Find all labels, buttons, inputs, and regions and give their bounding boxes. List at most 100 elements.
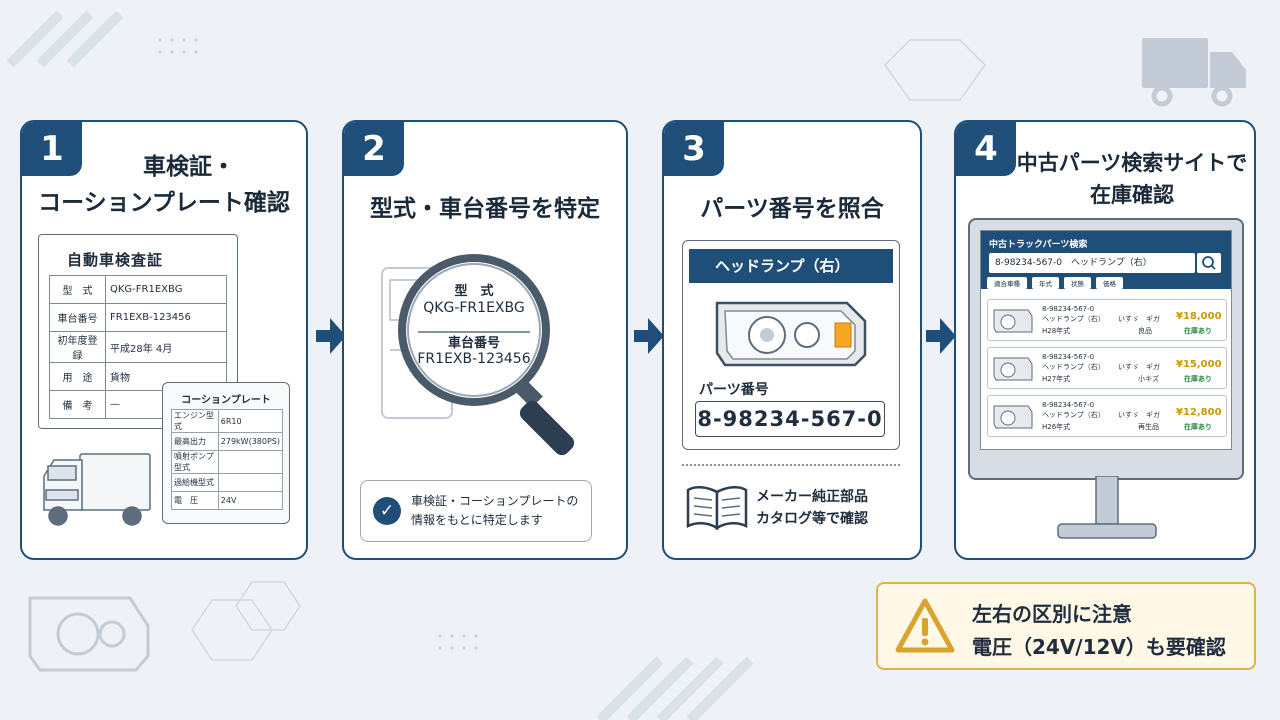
step-card-4: 4 中古パーツ検索サイトで 在庫確認 中古トラックパーツ検索 8-98234-5…	[954, 120, 1256, 560]
result-stock: 在庫あり	[1184, 327, 1212, 335]
row-key: 最高出力	[171, 432, 219, 451]
row-value	[217, 473, 284, 492]
chassis-label: 車台番号	[447, 336, 500, 351]
headlamp-icon	[715, 301, 867, 367]
result-maker: いすゞ	[1118, 315, 1139, 323]
filter-button[interactable]: 適合車種	[987, 277, 1027, 289]
result-year: H26年式	[1042, 423, 1071, 431]
list-item[interactable]: 8-98234-567-0 ヘッドランプ（右） H26年式 いすゞ ギガ 再生品…	[987, 395, 1227, 437]
catalog-line: カタログ等で確認	[756, 511, 868, 527]
row-key: 車台番号	[49, 303, 106, 332]
result-part-number: 8-98234-567-0	[1042, 401, 1095, 409]
result-price: ¥12,800	[1176, 407, 1222, 418]
table-row: 噴射ポンプ型式	[171, 450, 284, 474]
truck-icon	[1142, 38, 1246, 107]
result-price: ¥15,000	[1176, 359, 1222, 370]
plate-title: コーションプレート	[181, 395, 271, 406]
result-model: ギガ	[1146, 315, 1160, 323]
part-number-label: パーツ番号	[699, 382, 769, 398]
step-title: 型式・車台番号を特定	[370, 196, 600, 222]
result-condition: 再生品	[1138, 423, 1159, 431]
result-model: ギガ	[1146, 411, 1160, 419]
step-title-line: コーションプレート確認	[38, 190, 290, 216]
result-part-number: 8-98234-567-0	[1042, 305, 1095, 313]
search-button[interactable]	[1197, 253, 1221, 273]
step-title-line: 在庫確認	[1090, 183, 1174, 207]
result-model: ギガ	[1146, 363, 1160, 371]
headlamp-thumbnail-icon	[993, 405, 1033, 429]
part-card: ヘッドランプ（右） パーツ番号 8-98234-567-0	[682, 240, 900, 450]
row-value: 24V	[217, 491, 284, 510]
result-name: ヘッドランプ（右）	[1042, 363, 1105, 371]
result-price: ¥18,000	[1176, 311, 1222, 322]
arrow-right-icon	[634, 318, 664, 354]
step-number: 1	[22, 122, 82, 176]
site-header: 中古トラックパーツ検索 8-98234-567-0 ヘッドランプ（右） 適合車種…	[981, 231, 1231, 289]
model-label: 型 式	[454, 284, 494, 299]
row-value: QKG-FR1EXBG	[105, 275, 227, 304]
row-key: 噴射ポンプ型式	[171, 450, 219, 474]
note-box: ✓ 車検証・コーションプレートの 情報をもとに特定します	[360, 480, 592, 542]
arrow-right-icon	[926, 318, 956, 354]
result-stock: 在庫あり	[1184, 375, 1212, 383]
monitor: 中古トラックパーツ検索 8-98234-567-0 ヘッドランプ（右） 適合車種…	[968, 218, 1244, 480]
step-card-3: 3 パーツ番号を照合 ヘッドランプ（右） パーツ番号 8-98234-567-0…	[662, 120, 922, 560]
result-name: ヘッドランプ（右）	[1042, 315, 1105, 323]
step-card-2: 2 型式・車台番号を特定 型 式 QKG-FR1EXBG 車台番号 FR1EXB…	[342, 120, 628, 560]
chassis-value: FR1EXB-123456	[417, 351, 531, 367]
result-name: ヘッドランプ（右）	[1042, 411, 1105, 419]
result-maker: いすゞ	[1118, 363, 1139, 371]
step-number: 2	[344, 122, 404, 176]
part-name: ヘッドランプ（右）	[689, 249, 893, 283]
row-key: 用 途	[49, 362, 106, 391]
result-condition: 良品	[1138, 327, 1152, 335]
note-line: 車検証・コーションプレートの	[411, 494, 579, 508]
headlamp-decoration-icon	[28, 596, 150, 672]
table-row: 過給機型式	[171, 473, 284, 492]
row-value: 6R10	[217, 409, 284, 433]
search-site-screen: 中古トラックパーツ検索 8-98234-567-0 ヘッドランプ（右） 適合車種…	[980, 230, 1232, 450]
row-key: 型 式	[49, 275, 106, 304]
catalog-line: メーカー純正部品	[756, 489, 868, 505]
result-condition: 小キズ	[1138, 375, 1159, 383]
step-title: パーツ番号を照合	[700, 196, 884, 222]
search-input[interactable]: 8-98234-567-0 ヘッドランプ（右）	[989, 253, 1195, 273]
magnifier-icon	[381, 254, 575, 456]
filter-button[interactable]: 年式	[1032, 277, 1059, 289]
row-value: FR1EXB-123456	[105, 303, 227, 332]
row-key: 初年度登録	[49, 331, 106, 363]
step-title-line: 中古パーツ検索サイトで	[1016, 151, 1248, 175]
monitor-stand-icon	[1057, 476, 1157, 539]
truck-icon	[43, 453, 151, 526]
check-icon: ✓	[373, 497, 401, 525]
row-key: 備 考	[49, 390, 106, 419]
list-item[interactable]: 8-98234-567-0 ヘッドランプ（右） H28年式 いすゞ ギガ 良品 …	[987, 299, 1227, 341]
step-title-line: 車検証・	[143, 154, 235, 180]
row-value	[217, 450, 284, 474]
row-key: 過給機型式	[171, 473, 219, 492]
warning-icon	[895, 598, 955, 653]
open-book-icon	[686, 486, 748, 531]
result-year: H28年式	[1042, 327, 1071, 335]
warning-line: 左右の区別に注意	[972, 602, 1132, 626]
step-number: 4	[956, 122, 1016, 176]
result-stock: 在庫あり	[1184, 423, 1212, 431]
row-value: 279kW(380PS)	[217, 432, 284, 451]
list-item[interactable]: 8-98234-567-0 ヘッドランプ（右） H27年式 いすゞ ギガ 小キズ…	[987, 347, 1227, 389]
document-title: 自動車検査証	[67, 251, 164, 269]
filter-button[interactable]: 価格	[1096, 277, 1123, 289]
filter-button[interactable]: 状態	[1064, 277, 1091, 289]
divider	[682, 464, 900, 466]
warning-box: 左右の区別に注意 電圧（24V/12V）も要確認	[876, 582, 1256, 670]
row-key: 電 圧	[171, 491, 219, 510]
site-title: 中古トラックパーツ検索	[989, 240, 1088, 250]
result-year: H27年式	[1042, 375, 1071, 383]
